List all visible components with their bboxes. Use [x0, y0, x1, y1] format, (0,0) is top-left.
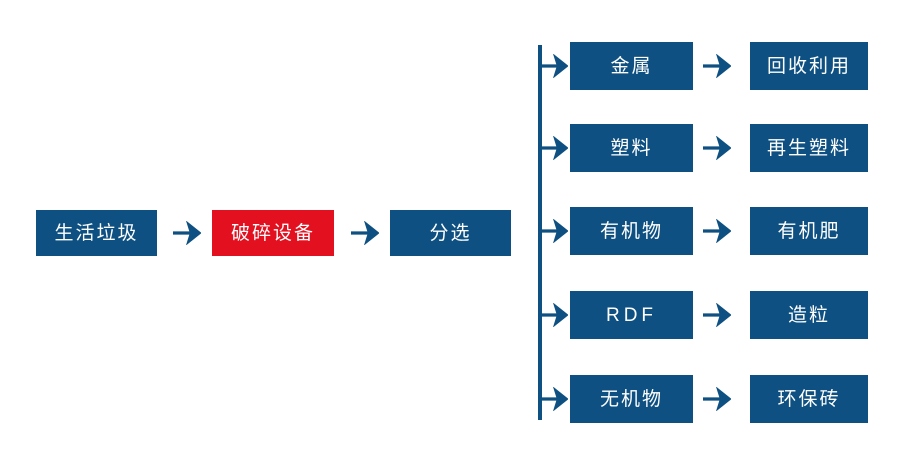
node-crusher-label: 破碎设备: [230, 222, 315, 244]
node-product-4[interactable]: 造粒: [750, 291, 868, 339]
node-fraction-3[interactable]: 有机物: [570, 207, 693, 255]
node-product-4-label: 造粒: [787, 304, 830, 326]
node-input[interactable]: 生活垃圾: [36, 210, 157, 256]
node-crusher[interactable]: 破碎设备: [212, 210, 334, 256]
node-fraction-4-label: RDF: [605, 304, 658, 326]
node-product-3-label: 有机肥: [777, 220, 841, 242]
arrow-right-icon-crusher-to-sorting: [350, 221, 379, 245]
arrow-right-icon-row-4: [702, 303, 731, 327]
branch-arrow-right-icon-row-2: [540, 136, 568, 160]
node-product-3[interactable]: 有机肥: [750, 207, 868, 255]
node-sorting[interactable]: 分选: [390, 210, 511, 256]
node-product-1[interactable]: 回收利用: [750, 42, 868, 90]
branch-arrow-right-icon-row-3: [540, 219, 568, 243]
arrow-right-icon-row-1: [702, 54, 731, 78]
node-input-label: 生活垃圾: [54, 222, 139, 244]
node-product-2[interactable]: 再生塑料: [750, 124, 868, 172]
node-fraction-3-label: 有机物: [599, 220, 663, 242]
node-fraction-5-label: 无机物: [599, 388, 663, 410]
arrow-right-icon-input-to-crusher: [172, 221, 201, 245]
node-sorting-label: 分选: [429, 222, 472, 244]
node-fraction-4[interactable]: RDF: [570, 291, 693, 339]
branch-arrow-right-icon-row-1: [540, 54, 568, 78]
branch-arrow-right-icon-row-5: [540, 387, 568, 411]
node-fraction-5[interactable]: 无机物: [570, 375, 693, 423]
node-fraction-2-label: 塑料: [610, 137, 653, 159]
node-product-2-label: 再生塑料: [766, 137, 851, 159]
arrow-right-icon-row-5: [702, 387, 731, 411]
arrow-right-icon-row-2: [702, 136, 731, 160]
node-product-5-label: 环保砖: [777, 388, 841, 410]
node-product-5[interactable]: 环保砖: [750, 375, 868, 423]
node-fraction-1[interactable]: 金属: [570, 42, 693, 90]
node-product-1-label: 回收利用: [766, 55, 851, 77]
branch-arrow-right-icon-row-4: [540, 303, 568, 327]
node-fraction-2[interactable]: 塑料: [570, 124, 693, 172]
node-fraction-1-label: 金属: [610, 55, 653, 77]
arrow-right-icon-row-3: [702, 219, 731, 243]
